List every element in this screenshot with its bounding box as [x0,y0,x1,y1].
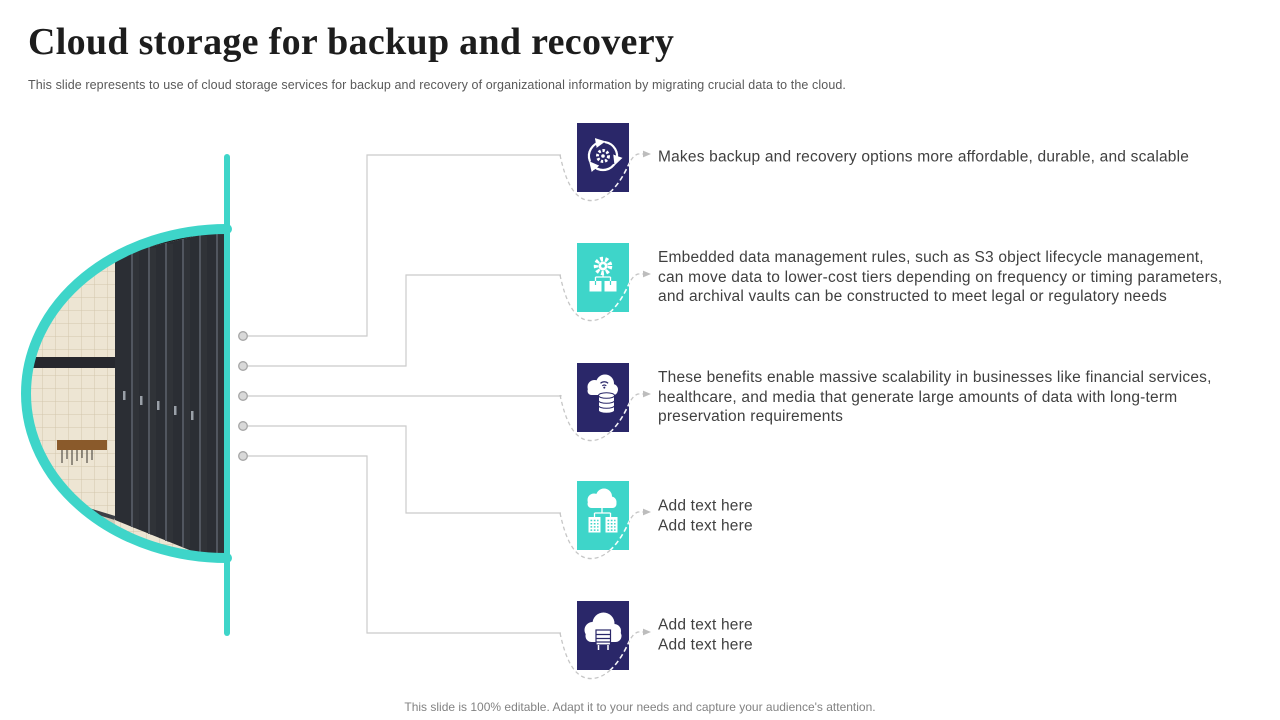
server-room-scene [26,229,227,558]
arrow-icon [643,270,651,278]
server-room-image [20,224,232,563]
connector-dot [238,421,248,431]
item-text: These benefits enable massive scalabilit… [658,368,1212,425]
arrow-icon [643,628,651,636]
decorative-swirl [559,153,644,202]
item-text-placeholder[interactable]: Add text here Add text here [658,616,753,654]
decorative-swirl [559,393,644,442]
decorative-swirl [559,273,644,322]
connector-dot [238,331,248,341]
footer-note: This slide is 100% editable. Adapt it to… [404,700,876,714]
connector-dot [238,451,248,461]
slide-subtitle: This slide represents to use of cloud st… [28,78,846,92]
decorative-swirl [559,631,644,680]
icon-tile [559,601,651,680]
item-text: Makes backup and recovery options more a… [658,148,1190,166]
icon-tile [559,363,651,442]
icon-tile [559,243,651,322]
connector-line [247,455,561,634]
connector-line [247,425,561,514]
hero-ellipse-border [20,224,232,563]
connector-line [247,154,561,337]
page-title: Cloud storage for backup and recovery [28,21,675,63]
connector-line [247,274,561,367]
connector-dot [238,391,248,401]
connector-dot [238,361,248,371]
arrow-icon [643,150,651,158]
accent-vertical-line [224,154,230,636]
item-text: Embedded data management rules, such as … [658,248,1223,305]
arrow-icon [643,508,651,516]
icon-tile [559,123,651,202]
connector-line [247,395,562,397]
decorative-swirl [559,511,644,560]
icon-tile [559,481,651,560]
item-text-placeholder[interactable]: Add text here Add text here [658,497,753,535]
arrow-icon [643,390,651,398]
